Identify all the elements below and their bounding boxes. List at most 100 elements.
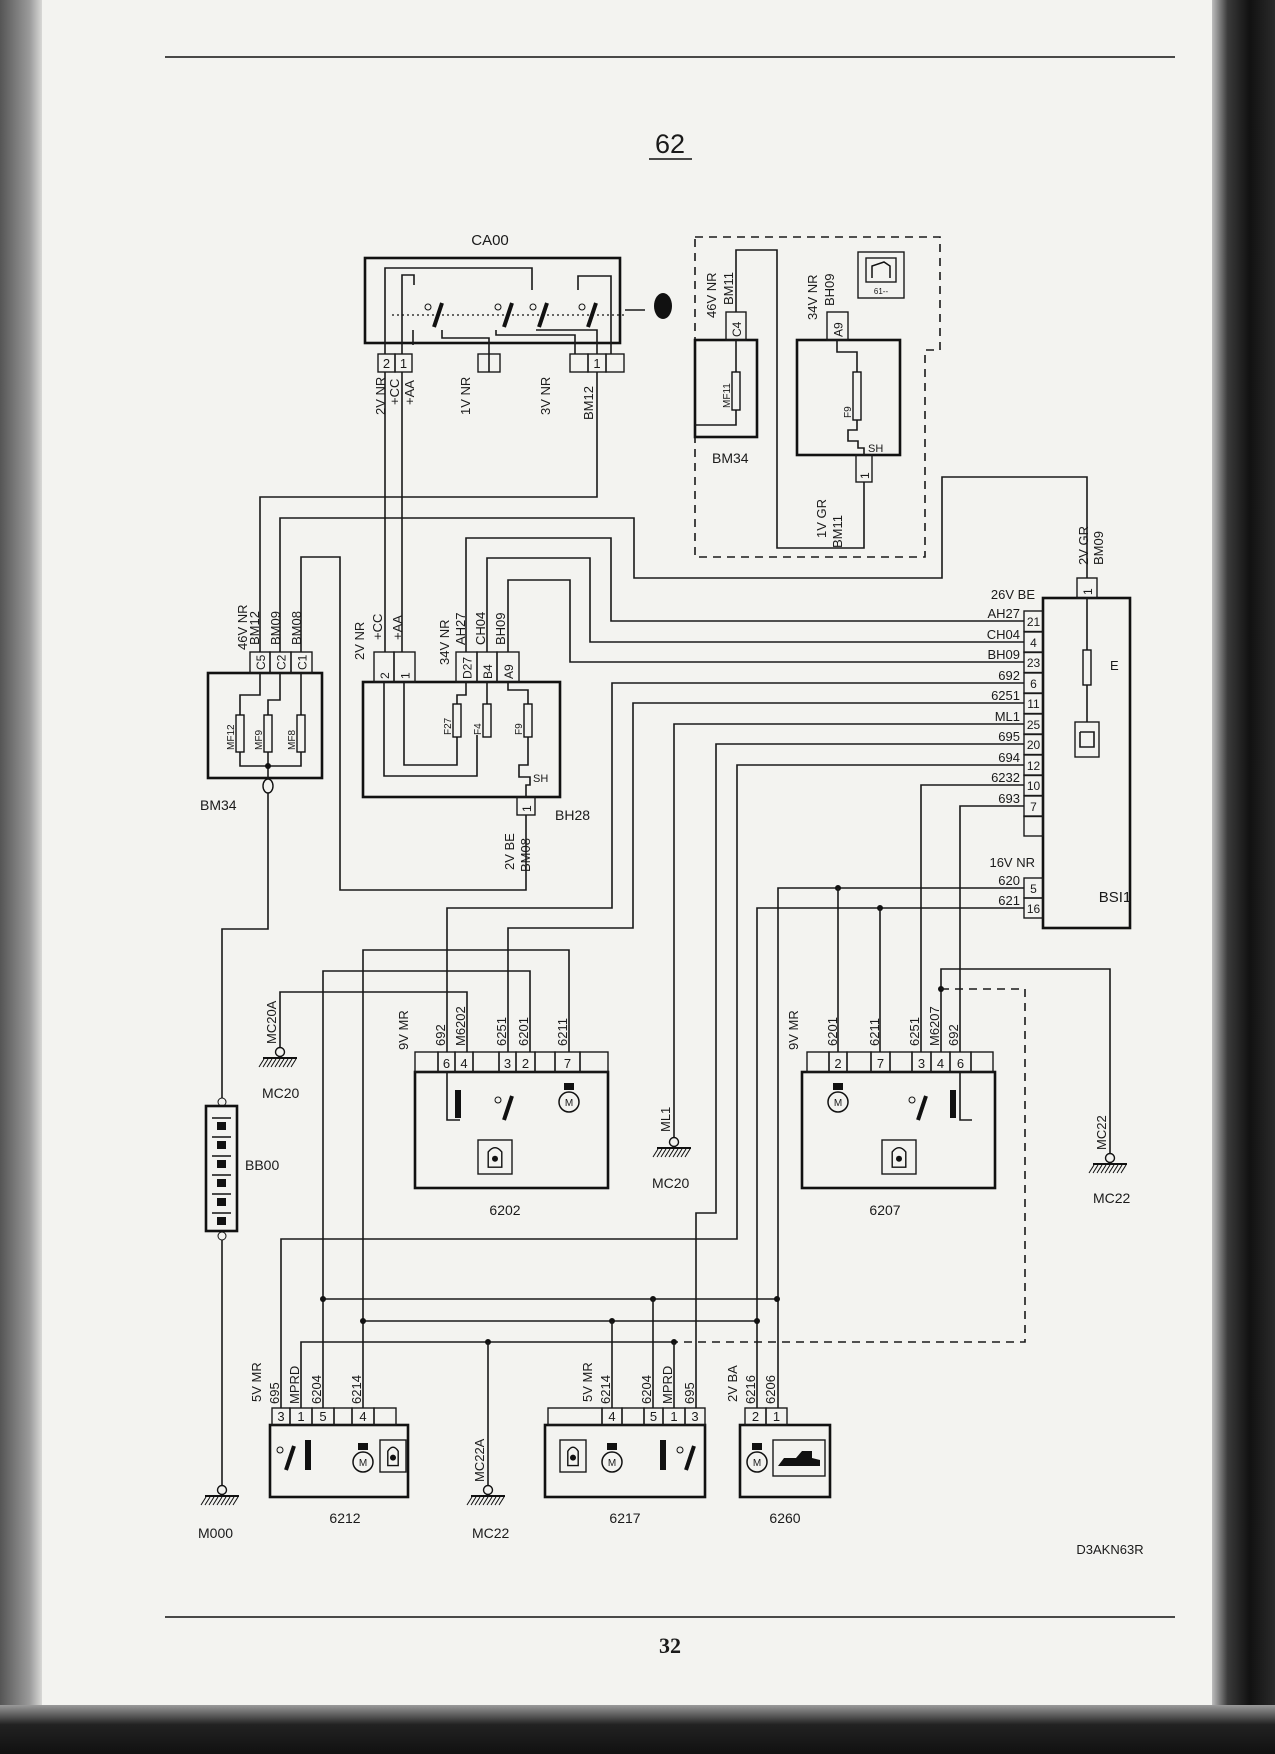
- wire-label: BH09: [987, 647, 1020, 662]
- ground-ml1-hatch: [664, 1148, 671, 1158]
- wire-label: ML1: [658, 1107, 673, 1132]
- ca00-connector-pin-label: 2: [383, 356, 390, 371]
- ground-mc22a-terminal: [482, 1484, 494, 1496]
- car-side-boot-icon: [778, 1451, 820, 1466]
- motor-brush-icon: [607, 1443, 617, 1450]
- ground-m000-terminal: [216, 1484, 228, 1496]
- c6212-connector-pin-label: 3: [277, 1409, 284, 1424]
- ground-m000-hatch: [228, 1496, 235, 1506]
- c6212-connector-pin-label: 1: [297, 1409, 304, 1424]
- bh28-top-connector-pin-label: A9: [832, 322, 846, 337]
- ground-mc22a-hatch: [490, 1496, 497, 1506]
- switch-contact-icon: [424, 303, 432, 311]
- ground-ml1-hatch: [652, 1148, 659, 1158]
- bh28-internal: [456, 682, 467, 704]
- ground-mc20a-hatch: [266, 1058, 273, 1068]
- ground-mc22-terminal: [1104, 1152, 1116, 1164]
- bsi1-relay-coil-icon: [1079, 731, 1095, 748]
- wire-label: BH09: [822, 273, 837, 306]
- bsi1-pin-number: 12: [1027, 759, 1041, 773]
- bsi1-pin-number: 10: [1027, 779, 1041, 793]
- ground-mc22-hatch: [1096, 1164, 1103, 1174]
- ground-m000-hatch: [200, 1496, 207, 1506]
- ground-m000-hatch: [208, 1496, 215, 1506]
- c6202-connector-pin-label: 2: [522, 1056, 529, 1071]
- battery-cell-icon: [217, 1179, 226, 1187]
- junction-dot: [774, 1296, 780, 1302]
- ground-mc20a-hatch: [286, 1058, 293, 1068]
- unit-label: 6260: [769, 1510, 800, 1526]
- car-top-view-icon: [387, 1446, 399, 1467]
- binding-edge: [1212, 0, 1275, 1754]
- c6202-connector-cell: [472, 1051, 500, 1073]
- relay-contact-icon: [950, 1090, 956, 1118]
- wire-label: 692: [433, 1024, 448, 1046]
- wire-label: BM12: [581, 386, 596, 420]
- unit-label: 6202: [489, 1202, 520, 1218]
- bsi1-label: BSI1: [1099, 889, 1132, 906]
- wire-bh09: [507, 579, 1024, 663]
- switch-blade-icon: [916, 1095, 928, 1121]
- junction-dot: [360, 1318, 366, 1324]
- connector-label: 26V BE: [991, 587, 1035, 602]
- ground-mc22a-hatch: [474, 1496, 481, 1506]
- c6207-connector-pin-label: 2: [834, 1056, 841, 1071]
- c6202-internal: [446, 1072, 460, 1121]
- fuse-f9: [523, 703, 533, 738]
- ground-label: MC22: [472, 1525, 510, 1541]
- fuse-f27-label: F27: [443, 717, 454, 735]
- bsi1-pin-number: 4: [1030, 636, 1037, 650]
- bm34-label: BM34: [200, 797, 237, 813]
- wire-label: MC22: [1094, 1115, 1109, 1150]
- c6212-connector-cell: [333, 1407, 353, 1426]
- wire-label: 693: [998, 791, 1020, 806]
- junction-dot: [265, 763, 271, 769]
- motor-label: M: [565, 1098, 573, 1109]
- bh28-top-pin1-cell: [855, 454, 873, 483]
- battery-cell-icon: [217, 1160, 226, 1168]
- door-icon-frame: [881, 1139, 917, 1175]
- ground-mc22a-hatch: [486, 1496, 493, 1506]
- wire-ah27: [465, 537, 1024, 652]
- bsi1-pin-number: 25: [1027, 718, 1041, 732]
- bh28-pin1-pin-label: 1: [520, 805, 534, 812]
- ignition-key-icon: [654, 293, 672, 319]
- ground-mc22a-hatch: [498, 1496, 505, 1506]
- ground-m000-hatch: [212, 1496, 219, 1506]
- c6212-connector-cell: [373, 1407, 397, 1426]
- bsi1-pin-number: 21: [1027, 615, 1041, 629]
- bh28-internal: [507, 682, 529, 704]
- wire-label: 6251: [494, 1017, 509, 1046]
- switch-contact-icon: [578, 303, 586, 311]
- wire-label: 1V GR: [814, 499, 829, 538]
- motor-icon: [746, 1451, 768, 1473]
- c6207-connector-pin-label: 7: [877, 1056, 884, 1071]
- bsi1-pin-number: 7: [1030, 800, 1037, 814]
- motor-icon: [558, 1091, 580, 1113]
- door-icon-frame: [379, 1439, 407, 1473]
- car-top-view-icon: [891, 1146, 907, 1168]
- wire-label: M6207: [927, 1006, 942, 1046]
- ground-mc22-hatch: [1100, 1164, 1107, 1174]
- c6207-connector-cell: [889, 1051, 913, 1073]
- wire-label: 6206: [763, 1375, 778, 1404]
- bsi1-pin-number: 20: [1027, 738, 1041, 752]
- fuse-mf12: [235, 714, 245, 753]
- ground-mc22-hatch: [1104, 1164, 1111, 1174]
- bh28-label: BH28: [555, 807, 590, 823]
- motor-label: M: [834, 1098, 842, 1109]
- ground-mc22-hatch: [1088, 1164, 1095, 1174]
- ground-mc22-hatch: [1120, 1164, 1127, 1174]
- fuse-mf11: [731, 371, 741, 411]
- ground-m000-hatch: [216, 1496, 223, 1506]
- fuse-f27: [452, 703, 462, 738]
- bm34-top-connector-pin-label: C4: [730, 321, 744, 337]
- ground-mc22a-hatch: [482, 1496, 489, 1506]
- motor-brush-icon: [833, 1083, 843, 1090]
- ground-m000-hatch: [224, 1496, 231, 1506]
- ground-ml1-terminal: [668, 1136, 680, 1148]
- wire-label: MPRD: [660, 1366, 675, 1404]
- ground-mc20a-hatch: [262, 1058, 269, 1068]
- c6260-connector-pin-label: 1: [773, 1409, 780, 1424]
